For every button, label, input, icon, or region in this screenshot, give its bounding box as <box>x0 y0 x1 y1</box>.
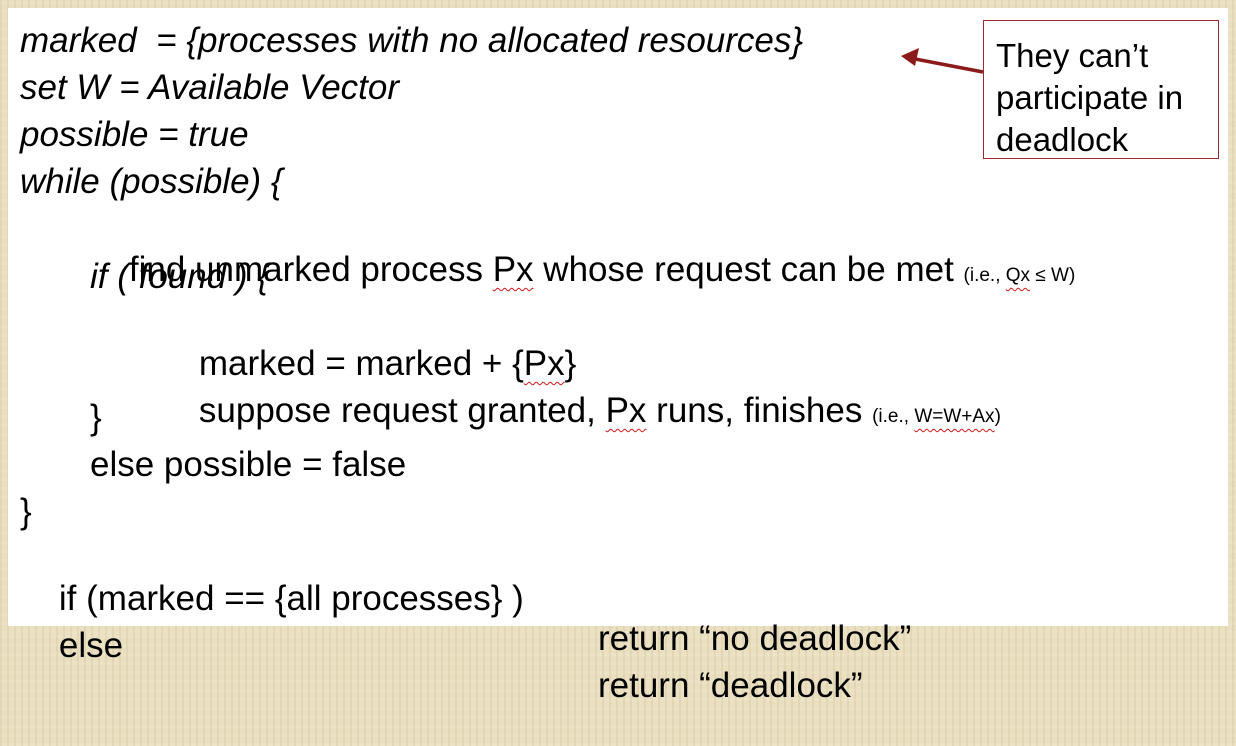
callout-box: They can’t participate in deadlock <box>983 20 1219 159</box>
note-text: (i.e., <box>963 265 1006 286</box>
code-line-find-unmarked: find unmarked process Px whose request c… <box>90 210 1075 336</box>
text-segment: find unmarked process <box>128 250 493 289</box>
spellcheck-word-px: Px <box>523 344 565 383</box>
code-line-suppose-granted: suppose request granted, Px runs, finish… <box>160 351 1001 477</box>
text-segment: marked = marked + { <box>198 344 524 383</box>
text-segment: else <box>58 626 124 665</box>
code-line-else-possible: else possible = false <box>90 445 407 484</box>
text-segment: whose request can be met <box>533 250 964 289</box>
code-line-marked-add: marked = marked + {Px} <box>160 304 576 424</box>
callout-line-3: deadlock <box>996 121 1129 158</box>
note-text: ) <box>994 406 1001 427</box>
spellcheck-word-px: Px <box>492 250 534 289</box>
text-segment: if (marked == {all processes} ) <box>58 579 524 618</box>
callout-arrow <box>901 48 984 74</box>
spellcheck-word-qx: Qx <box>1005 265 1031 286</box>
code-line-close-if: } <box>90 398 102 437</box>
return-deadlock: return “deadlock” <box>598 666 863 705</box>
text-segment: runs, finishes <box>646 391 873 430</box>
code-line-if-found: if ( found ) { <box>90 257 269 296</box>
note-segment: (i.e., W=W+Ax) <box>872 406 1001 427</box>
note-text: ≤ W) <box>1030 265 1076 286</box>
slide-panel: marked = {processes with no allocated re… <box>8 8 1228 705</box>
code-line-set-w: set W = Available Vector <box>20 68 400 107</box>
arrow-head <box>901 48 919 66</box>
spellcheck-word-px: Px <box>605 391 647 430</box>
callout-line-1: They can’t <box>996 37 1149 74</box>
code-line-possible-true: possible = true <box>20 115 249 154</box>
arrow-shaft <box>909 56 984 74</box>
spellcheck-word-w: W=W+Ax <box>914 406 995 427</box>
text-segment: } <box>564 344 577 383</box>
code-line-close-while: } <box>20 492 32 531</box>
text-segment: suppose request granted, <box>198 391 606 430</box>
note-text: (i.e., <box>872 406 915 427</box>
callout-line-2: participate in <box>996 79 1184 116</box>
note-segment: (i.e., Qx ≤ W) <box>964 265 1076 286</box>
code-line-marked-init: marked = {processes with no allocated re… <box>20 21 804 60</box>
code-line-while: while (possible) { <box>20 162 283 201</box>
